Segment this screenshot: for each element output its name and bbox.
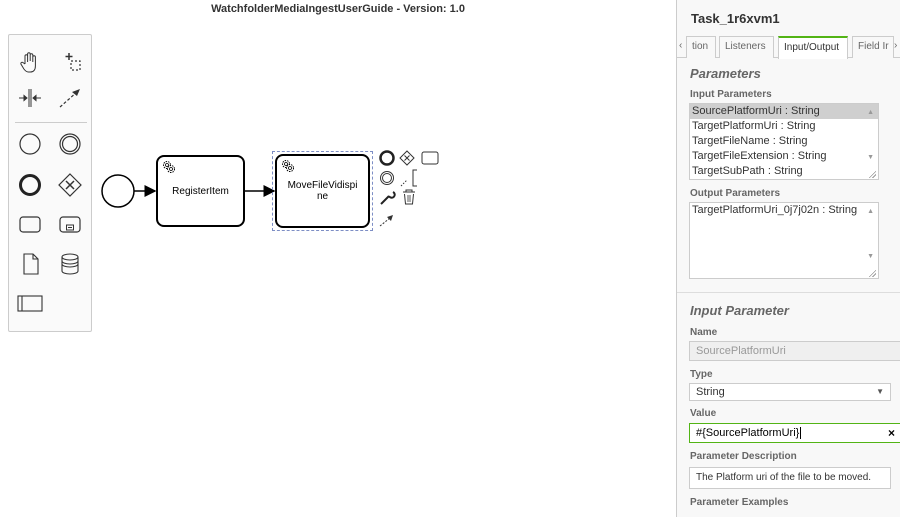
type-select-value: String xyxy=(696,386,725,398)
tab-bar: ‹ tion Listeners Input/Output Field Ir › xyxy=(677,34,900,59)
gateway-icon[interactable] xyxy=(55,170,85,200)
value-input-text: #{SourcePlatformUri} xyxy=(696,427,800,439)
input-parameter-header: Input Parameter xyxy=(690,303,789,318)
task-icon[interactable] xyxy=(15,209,45,239)
list-item[interactable]: TargetPlatformUri_0j7j02n : String xyxy=(692,204,858,216)
input-parameters-label: Input Parameters xyxy=(690,89,772,100)
subprocess-icon[interactable] xyxy=(55,209,85,239)
text-cursor xyxy=(800,427,802,440)
trash-icon[interactable] xyxy=(403,189,415,205)
clear-icon[interactable]: × xyxy=(888,426,896,440)
append-end-event-icon[interactable] xyxy=(379,150,395,166)
context-pad xyxy=(379,150,439,227)
append-intermediate-event-icon[interactable] xyxy=(380,171,394,185)
task-move-file[interactable]: MoveFileVidispi ne xyxy=(275,154,370,228)
list-item[interactable]: TargetFileName : String xyxy=(692,135,808,147)
list-item[interactable]: SourcePlatformUri : String xyxy=(690,104,878,119)
output-parameters-label: Output Parameters xyxy=(690,188,781,199)
diagram-canvas[interactable]: WatchfolderMediaIngestUserGuide - Versio… xyxy=(0,0,676,517)
hand-tool-icon[interactable] xyxy=(15,47,45,77)
selection-outline xyxy=(272,151,373,231)
input-parameters-list[interactable]: SourcePlatformUri : String TargetPlatfor… xyxy=(689,103,879,180)
connect-icon[interactable] xyxy=(379,215,393,227)
type-label: Type xyxy=(690,369,713,380)
intermediate-event-icon[interactable] xyxy=(55,129,85,159)
data-store-icon[interactable] xyxy=(55,249,85,279)
start-event[interactable] xyxy=(101,174,135,208)
scroll-down-icon[interactable]: ▼ xyxy=(867,253,874,260)
properties-panel: Task_1r6xvm1 ‹ tion Listeners Input/Outp… xyxy=(676,0,900,517)
start-event-icon[interactable] xyxy=(15,129,45,159)
parameter-description-field[interactable]: The Platform uri of the file to be moved… xyxy=(689,467,891,489)
space-tool-icon[interactable] xyxy=(15,83,45,113)
list-item[interactable]: TargetPlatformUri : String xyxy=(692,120,816,132)
scroll-up-icon[interactable]: ▲ xyxy=(867,109,874,116)
name-label: Name xyxy=(690,327,718,338)
diagram-edges xyxy=(101,174,276,208)
wrench-icon[interactable] xyxy=(380,191,396,205)
global-connect-icon[interactable] xyxy=(55,83,85,113)
output-parameters-list[interactable]: TargetPlatformUri_0j7j02n : String ▲ ▼ xyxy=(689,202,879,279)
element-id-title: Task_1r6xvm1 xyxy=(691,11,780,26)
palette-separator xyxy=(15,122,87,123)
name-field[interactable]: SourcePlatformUri xyxy=(689,341,900,361)
resize-handle-icon[interactable] xyxy=(868,269,876,277)
chevron-down-icon: ▼ xyxy=(876,387,884,396)
task-label: RegisterItem xyxy=(172,185,229,197)
scroll-down-icon[interactable]: ▼ xyxy=(867,154,874,161)
end-event-icon[interactable] xyxy=(15,170,45,200)
tab-input-output[interactable]: Input/Output xyxy=(778,36,848,59)
data-object-icon[interactable] xyxy=(15,249,45,279)
lasso-tool-icon[interactable] xyxy=(55,47,85,77)
tab-listeners[interactable]: Listeners xyxy=(719,36,774,58)
parameter-examples-label: Parameter Examples xyxy=(690,497,789,508)
type-select[interactable]: String ▼ xyxy=(689,383,891,401)
parameter-description-label: Parameter Description xyxy=(690,451,797,462)
text-annotation-icon[interactable] xyxy=(400,169,417,187)
append-task-icon[interactable] xyxy=(421,151,439,165)
scroll-up-icon[interactable]: ▲ xyxy=(867,208,874,215)
tab-scroll-right-icon[interactable]: › xyxy=(894,40,898,51)
task-label: MoveFileVidispi ne xyxy=(287,180,358,202)
tab-field-injections[interactable]: Field Ir xyxy=(852,36,894,58)
list-item[interactable]: TargetFileExtension : String xyxy=(692,150,827,162)
task-register-item[interactable]: RegisterItem xyxy=(156,155,245,227)
append-gateway-icon[interactable] xyxy=(399,150,415,166)
parameters-header: Parameters xyxy=(690,66,761,81)
service-task-gear-icon xyxy=(163,161,175,173)
resize-handle-icon[interactable] xyxy=(868,170,876,178)
tab-scroll-left-icon[interactable]: ‹ xyxy=(679,40,683,51)
tool-palette xyxy=(8,34,92,332)
tab-documentation[interactable]: tion xyxy=(686,36,716,58)
list-item[interactable]: TargetSubPath : String xyxy=(692,165,803,177)
diagram-title: WatchfolderMediaIngestUserGuide - Versio… xyxy=(211,3,465,15)
section-divider xyxy=(677,292,900,293)
service-task-gear-icon xyxy=(282,160,294,172)
value-input[interactable]: #{SourcePlatformUri} × xyxy=(689,423,900,443)
value-label: Value xyxy=(690,408,717,419)
pool-icon[interactable] xyxy=(15,288,45,318)
